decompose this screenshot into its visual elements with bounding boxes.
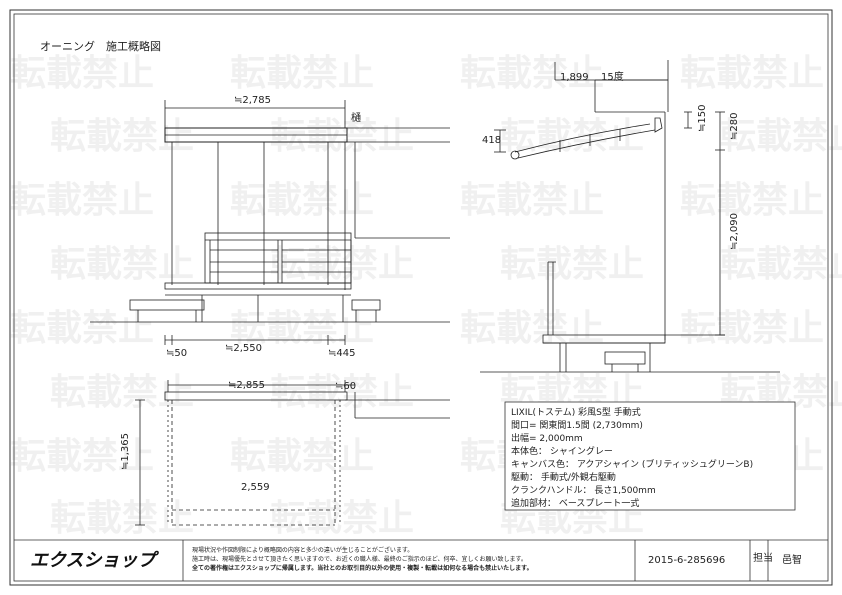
spec-line: 駆動： 手動式/外観右駆動 [511,471,616,483]
watermark: 転載禁止 [460,53,604,94]
dim-plan-width: ≒2,855 [228,380,265,391]
watermark: 転載禁止 [50,244,194,285]
dim-bracket-280: ≒280 [729,113,740,140]
footer-note: 現場状況や作図制限により概略図の内容と多少の違いが生じることがございます。 [192,546,413,554]
watermark: 転載禁止 [230,53,374,94]
spec-box [504,401,796,511]
watermark: 転載禁止 [720,244,842,285]
spec-line: 間口= 関東間1.5間 (2,730mm) [511,419,643,431]
watermark: 転載禁止 [50,372,194,413]
awning-angle: 15度 [601,70,624,83]
watermark-layer: 転載禁止 転載禁止 転載禁止 転載禁止 転載禁止 転載禁止 転載禁止 転載禁止 … [10,53,842,539]
dim-drop: 418 [482,135,501,146]
watermark: 転載禁止 [720,116,842,157]
dim-middle-span: ≒2,550 [225,343,262,354]
watermark: 転載禁止 [680,308,824,349]
footer-note: 施工時は、現場優先とさせて頂きたく思いますので、お近くの職人様、最終のご指示のほ… [192,555,527,563]
watermark: 転載禁止 [270,244,414,285]
dim-plan-depth: ≒1,365 [120,433,131,470]
person-name: 邑智 [782,553,802,566]
dim-projection: 1,899 [560,72,589,83]
spec-line: 出幅= 2,000mm [511,432,583,444]
spec-line: 本体色： シャイングレー [511,445,613,457]
watermark: 転載禁止 [50,116,194,157]
dim-right-offset: ≒445 [328,348,355,359]
dim-left-offset: ≒50 [166,348,187,359]
front-elevation [90,100,450,345]
watermark: 転載禁止 [230,436,374,477]
spec-line: LIXIL(トステム) 彩風S型 手動式 [511,406,641,418]
section-view [480,60,780,373]
watermark: 転載禁止 [270,498,414,539]
inner-frame [13,13,829,582]
watermark: 転載禁止 [270,372,414,413]
watermark: 転載禁止 [500,244,644,285]
gutter-label: 樋 [351,111,361,124]
spec-line: キャンバス色： アクアシャイン (ブリティッシュグリーンB) [511,458,753,470]
drawing-number: 2015-6-285696 [648,555,725,566]
watermark: 転載禁止 [230,180,374,221]
watermark: 転載禁止 [680,180,824,221]
watermark: 転載禁止 [10,436,154,477]
person-label: 担当 [753,551,773,564]
spec-line: 追加部材： ベースプレート一式 [511,497,639,509]
watermark: 転載禁止 [500,116,644,157]
watermark: 転載禁止 [460,308,604,349]
dim-plan-inner: 2,559 [241,482,270,493]
watermark: 転載禁止 [460,180,604,221]
watermark: 転載禁止 [10,53,154,94]
watermark: 転載禁止 [10,180,154,221]
dim-awning-width: ≒2,785 [234,95,271,106]
watermark: 転載禁止 [270,116,414,157]
dim-plan-60: ≒60 [335,381,356,392]
company-logo: エクスショップ [30,550,159,571]
spec-line: クランクハンドル： 長さ1,500mm [511,485,656,496]
dim-bracket-150: ≒150 [697,105,708,132]
dim-mount-height: ≒2,090 [729,213,740,250]
watermark: 転載禁止 [50,498,194,539]
drawing-title: オーニング 施工概略図 [40,39,161,53]
watermark: 転載禁止 [230,308,374,349]
watermark: 転載禁止 [10,308,154,349]
title-block [14,539,828,581]
plan-view [135,380,450,526]
outer-frame [9,9,833,586]
watermark: 転載禁止 [680,53,824,94]
footer-copyright: 全ての著作権はエクスショップに帰属します。当社とのお取引目的以外の使用・複製・転… [191,564,533,572]
